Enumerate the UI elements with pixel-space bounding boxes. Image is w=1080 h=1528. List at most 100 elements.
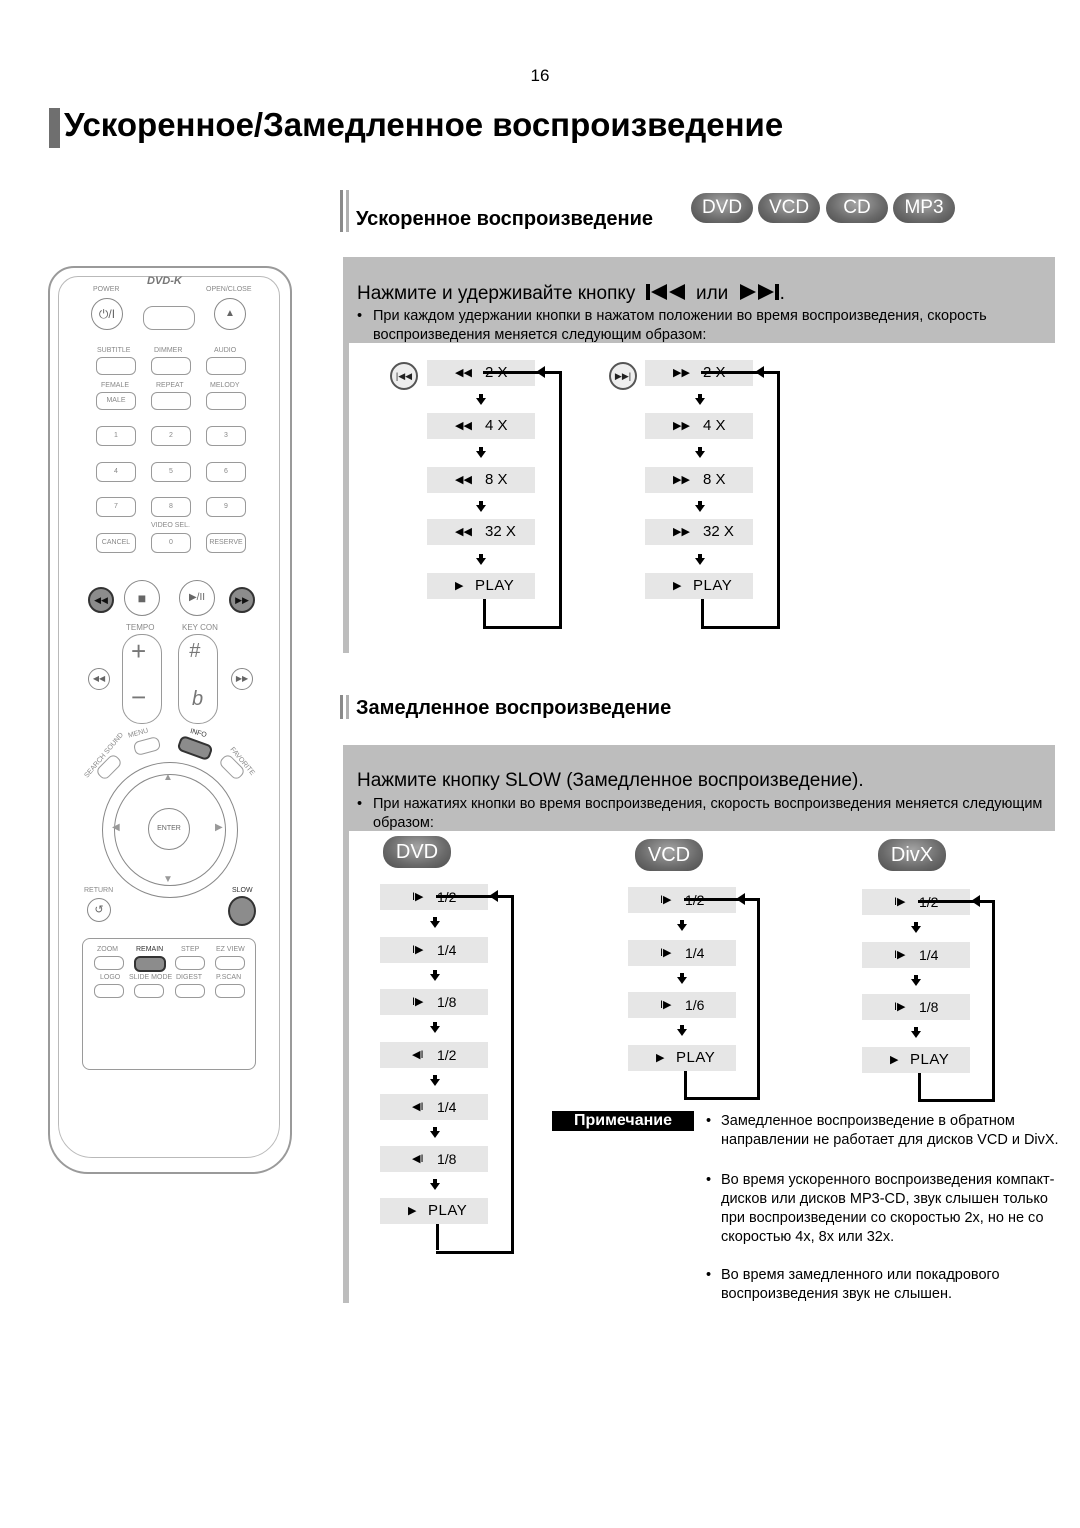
remote-return-button[interactable]: ↺ (87, 898, 111, 922)
down-arrow (430, 1179, 440, 1190)
remote-power-button[interactable]: ⏻/I (91, 298, 123, 330)
remote-label-melody: MELODY (210, 382, 240, 389)
remote-fast-forward-button[interactable]: ▶▶ (231, 668, 253, 690)
badge-divx-slow: DivX (878, 839, 946, 871)
remote-right-arrow-icon[interactable]: ▶ (215, 822, 223, 833)
remote-step-button[interactable] (175, 956, 205, 970)
remote-label-slow: SLOW (232, 887, 253, 894)
remote-digit-9[interactable]: 9 (206, 497, 246, 517)
remote-cancel-button[interactable]: CANCEL (96, 533, 136, 553)
remote-key-sharp: # (189, 640, 201, 662)
remote-male-button[interactable]: MALE (96, 392, 136, 410)
skip-back-icon (645, 282, 687, 308)
remote-reserve-button[interactable]: RESERVE (206, 533, 246, 553)
remote-play-pause-button[interactable]: ▶/II (179, 580, 215, 616)
down-arrow (430, 917, 440, 928)
remote-label-digest: DIGEST (176, 974, 203, 981)
remote-digit-8[interactable]: 8 (151, 497, 191, 517)
badge-vcd: VCD (758, 193, 820, 223)
vcd-slow-loop-stem (684, 1071, 687, 1097)
divx-slow-step: I▶1/8 (862, 994, 970, 1020)
down-arrow (911, 975, 921, 986)
remote-label-remain: REMAIN (136, 946, 164, 953)
fast-instruction-or: или (695, 283, 729, 304)
bullet-dot: • (357, 308, 363, 324)
down-arrow (911, 1027, 921, 1038)
loop-arrow-head (536, 366, 545, 378)
remote-stop-button[interactable]: ■ (124, 580, 160, 616)
remote-melody-button[interactable] (206, 392, 246, 410)
remote-display-button[interactable] (143, 306, 195, 330)
slow-left-rule (343, 831, 349, 1303)
fast-instruction-end: . (779, 283, 785, 304)
fast-bullet: • При каждом удержании кнопки в нажатом … (357, 307, 1047, 345)
remote-dimmer-button[interactable] (151, 357, 191, 375)
remote-subtitle-button[interactable] (96, 357, 136, 375)
fast-forward-step: ▶▶32 X (645, 519, 753, 545)
down-arrow (677, 920, 687, 931)
remote-slide-mode-button[interactable] (134, 984, 164, 998)
down-arrow (476, 501, 486, 512)
remote-tempo-rocker[interactable] (122, 634, 162, 724)
divx-slow-loop-stem (918, 1073, 921, 1099)
remote-logo-button[interactable] (94, 984, 124, 998)
dvd-slow-step: I▶1/8 (380, 989, 488, 1015)
fast-section-title: Ускоренное воспроизведение (356, 208, 653, 230)
fast-instruction: Нажмите и удерживайте кнопку или . (357, 282, 785, 308)
remote-remain-button[interactable] (134, 956, 166, 972)
page-title: Ускоренное/Замедленное воспроизведение (64, 106, 784, 143)
vcd-slow-step: I▶1/6 (628, 992, 736, 1018)
down-arrow (476, 554, 486, 565)
remote-up-arrow-icon[interactable]: ▲ (163, 772, 173, 783)
remote-digit-0[interactable]: 0 (151, 533, 191, 553)
remote-skip-forward-button[interactable]: ▶▶ (229, 587, 255, 613)
slow-instruction: Нажмите кнопку SLOW (Замедленное воспрои… (357, 770, 864, 792)
down-arrow (695, 447, 705, 458)
remote-zoom-button[interactable] (94, 956, 124, 970)
remote-ez-view-button[interactable] (215, 956, 245, 970)
section-bar-fast-1 (340, 190, 343, 232)
remote-digit-4[interactable]: 4 (96, 462, 136, 482)
slow-section-title: Замедленное воспроизведение (356, 697, 672, 719)
remote-digit-2[interactable]: 2 (151, 426, 191, 446)
remote-left-arrow-icon[interactable]: ◀ (112, 822, 120, 833)
remote-digit-5[interactable]: 5 (151, 462, 191, 482)
remote-down-arrow-icon[interactable]: ▼ (163, 874, 173, 885)
remote-key-rocker[interactable] (178, 634, 218, 724)
remote-slow-button[interactable] (228, 896, 256, 926)
remote-digit-7[interactable]: 7 (96, 497, 136, 517)
remote-skip-back-button[interactable]: ◀◀ (88, 587, 114, 613)
down-arrow (476, 394, 486, 405)
down-arrow (677, 1025, 687, 1036)
remote-open-close-button[interactable]: ▲ (214, 298, 246, 330)
remote-label-zoom: ZOOM (97, 946, 118, 953)
slow-bullet-text: При нажатиях кнопки во время воспроизвед… (373, 796, 1043, 831)
remote-label-logo: LOGO (100, 974, 121, 981)
note-item: •Во время ускоренного воспроизведения ко… (706, 1172, 1055, 1245)
remote-digest-button[interactable] (175, 984, 205, 998)
divx-slow-step: I▶1/4 (862, 942, 970, 968)
remote-key-flat: b (192, 688, 204, 710)
remote-label-female: FEMALE (101, 382, 130, 389)
fast-forward-loop-stem (701, 599, 704, 626)
remote-label-key-con: KEY CON (182, 623, 218, 632)
remote-repeat-button[interactable] (151, 392, 191, 410)
remote-enter-button[interactable]: ENTER (148, 808, 190, 850)
remote-digit-6[interactable]: 6 (206, 462, 246, 482)
remote-logo: DVD-K (147, 275, 182, 287)
remote-label-tempo: TEMPO (126, 623, 155, 632)
down-arrow (476, 447, 486, 458)
remote-label-dimmer: DIMMER (154, 347, 183, 354)
badge-dvd: DVD (691, 193, 753, 223)
remote-rewind-button[interactable]: ◀◀ (88, 668, 110, 690)
remote-audio-button[interactable] (206, 357, 246, 375)
note-item: •Во время замедленного или покадрового в… (706, 1267, 1000, 1302)
down-arrow (430, 1127, 440, 1138)
remote-p-scan-button[interactable] (215, 984, 245, 998)
remote-label-return: RETURN (84, 887, 114, 894)
remote-digit-1[interactable]: 1 (96, 426, 136, 446)
remote-digit-3[interactable]: 3 (206, 426, 246, 446)
down-arrow (695, 501, 705, 512)
remote-label-open-close: OPEN/CLOSE (206, 286, 252, 293)
